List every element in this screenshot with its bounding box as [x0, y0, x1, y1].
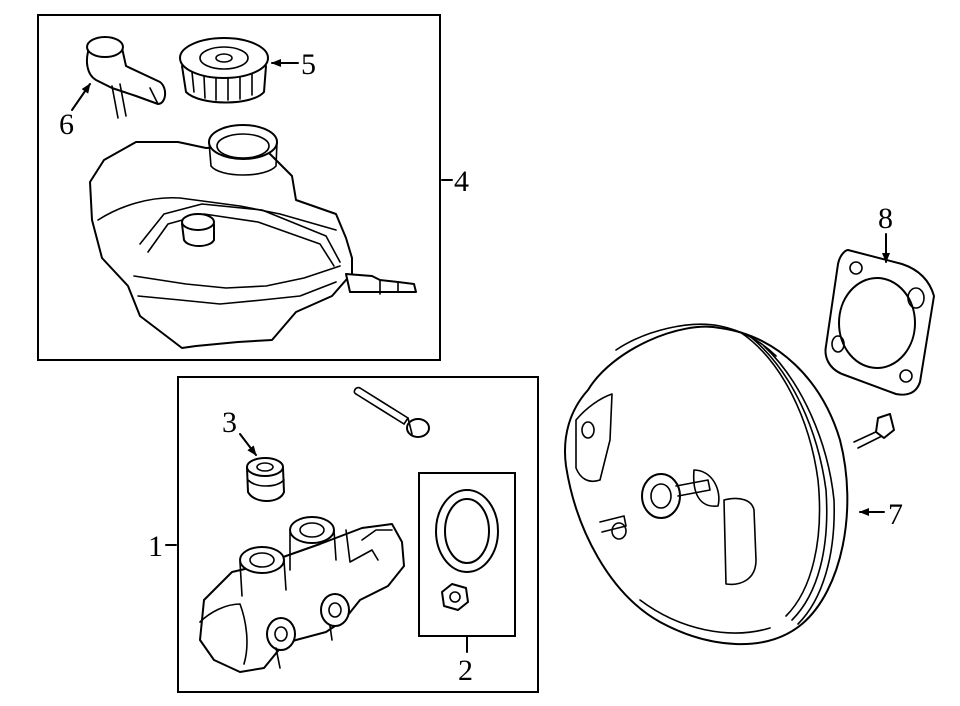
master-cylinder-group-box	[177, 376, 539, 693]
leader-3	[239, 433, 257, 456]
reservoir-group-box	[37, 14, 441, 361]
callout-3: 3	[222, 406, 237, 439]
master-cylinder	[199, 516, 405, 673]
callout-7: 7	[888, 498, 903, 531]
mounting-bolt	[353, 386, 430, 438]
callout-2: 2	[458, 654, 473, 687]
brake-booster	[564, 323, 895, 646]
hex-nut	[441, 583, 469, 611]
callout-8: 8	[878, 202, 893, 235]
booster-gasket	[824, 249, 935, 396]
reservoir-body	[89, 141, 353, 349]
callout-6: 6	[59, 108, 74, 141]
brake-fluid-reservoir	[89, 124, 417, 349]
reservoir-grommet	[246, 457, 285, 502]
callout-1: 1	[148, 530, 163, 563]
leader-6	[71, 83, 91, 111]
callout-4: 4	[454, 165, 469, 198]
callout-5: 5	[301, 48, 316, 81]
seal-ring	[435, 489, 499, 573]
reservoir-cap	[179, 37, 269, 104]
fluid-level-sensor	[86, 36, 166, 119]
seal-kit-box	[418, 472, 516, 637]
